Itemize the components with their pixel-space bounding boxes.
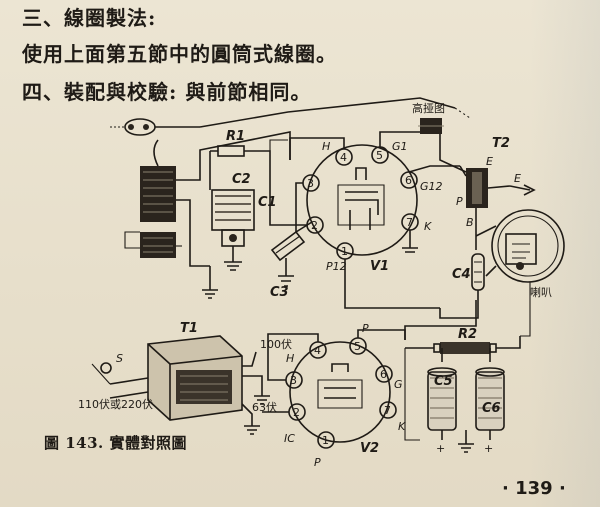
section-heading-assembly: 四、裝配與校驗: 與前節相同。 [22,80,312,104]
v1-label: V1 [370,259,389,274]
resistor-r1: R1 [210,129,252,157]
resistor-r2: R2 [405,327,521,354]
tube-v2: 4 5 3 6 2 7 1 H P G K IC P V2 [262,322,406,469]
label-switch: S [116,352,123,365]
v2-pin1: 1 [322,434,329,447]
v1-label-h: H [322,140,330,153]
label-r2: R2 [458,327,477,342]
capacitor-c1: C2 C1 [209,150,277,271]
capacitor-c6: C6 + [475,348,505,455]
label-mains: 110伏或220伏 [78,397,153,411]
label-p-t2: P [456,195,463,208]
transformer-t1: T1 S 110伏或220伏 100伏 63伏 [78,321,292,435]
label-antenna: 高挜图 [412,101,445,115]
coil-stack [124,131,291,267]
speaker: 喇叭 [475,209,565,299]
v1-pin4: 4 [340,151,347,164]
page-number: · 139 · [502,478,566,499]
v1-pin7: 7 [406,216,413,229]
label-b-t2: B [466,216,474,229]
v2-pin3: 3 [290,374,297,387]
v1-label-p12: P12 [326,260,347,273]
page-edge-shadow [530,0,600,507]
v2-label: V2 [360,441,379,456]
v2-pin5: 5 [354,340,361,353]
v2-pin2: 2 [293,406,300,419]
v1-label-g12: G12 [420,180,443,193]
v1-pin6: 6 [405,174,412,187]
label-c3: C3 [270,285,289,300]
figure-caption: 圖 143. 實體對照圖 [44,434,187,452]
capacitor-c3: C3 [270,221,313,300]
v1-label-k: K [424,220,432,233]
v2-label-p: P [362,322,369,335]
label-t1: T1 [180,321,198,336]
v1-pin3: 3 [307,177,314,190]
antenna-clip [124,118,200,136]
v2-pin6: 6 [380,368,387,381]
v1-pin1: 1 [341,245,348,258]
label-c1: C1 [258,195,277,210]
aerial-coil: 高挜图 [412,101,445,134]
v2-label-k: K [398,420,406,433]
label-63v: 63伏 [252,400,277,414]
label-plus-c6: + [484,442,493,455]
label-r1: R1 [226,129,245,144]
v1-pin2: 2 [311,219,318,232]
label-t2: T2 [492,136,510,151]
section-heading-coil: 三、線圈製法: [22,6,157,30]
v2-pin4: 4 [314,344,321,357]
v2-label-h: H [286,352,294,365]
label-c2: C2 [232,172,251,187]
v2-label-ic: IC [284,432,295,445]
tube-v1: 4 5 3 6 2 7 1 H G1 G12 K P12 V1 [269,131,460,309]
v1-pin5: 5 [376,149,383,162]
v2-pin7: 7 [384,404,391,417]
coil-description: 使用上面第五節中的圓筒式線圈。 [22,42,337,66]
label-c6: C6 [482,401,501,416]
label-speaker: 喇叭 [530,285,552,299]
capacitor-c4: C4 [439,253,485,319]
label-c4: C4 [452,267,471,282]
capacitor-c5: C5 + [427,348,457,455]
transformer-t2: T2 E E P B [439,136,536,250]
v2-label-g: G [394,378,403,391]
label-plus-c5: + [436,442,445,455]
v1-label-g1: G1 [392,140,408,153]
label-e1: E [486,155,493,168]
label-100v: 100伏 [260,337,292,351]
label-c5: C5 [434,374,453,389]
v2-label-pbot: P [314,456,321,469]
label-e2: E [514,172,521,185]
